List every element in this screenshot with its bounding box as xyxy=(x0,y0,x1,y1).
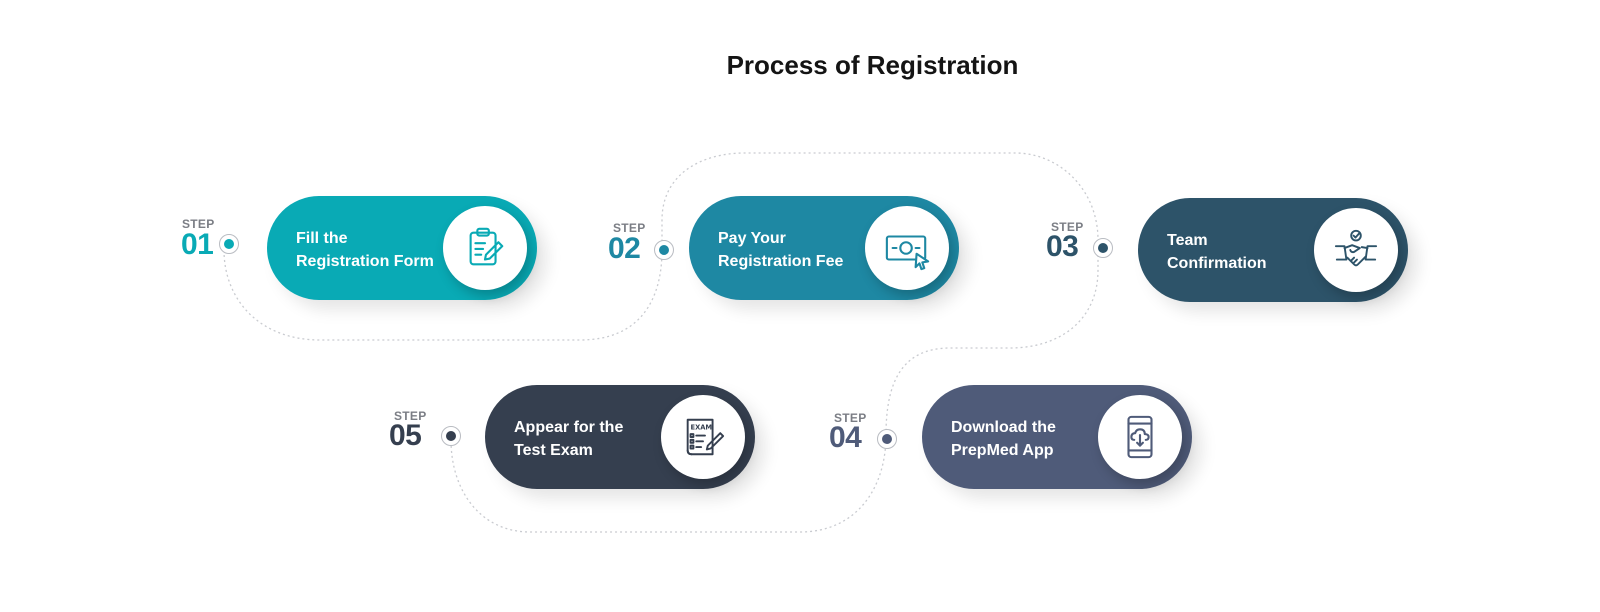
step-03-caption: STEP xyxy=(1051,220,1084,234)
exam-paper-icon: EXAM xyxy=(661,395,745,479)
step-05-card[interactable]: Appear for the Test Exam EXAM xyxy=(485,385,755,489)
step-04-caption: STEP xyxy=(834,411,867,425)
step-02-card[interactable]: Pay Your Registration Fee xyxy=(689,196,959,300)
step-02-label: Pay Your Registration Fee xyxy=(718,230,844,270)
mobile-download-icon xyxy=(1098,395,1182,479)
step-03-number: 03 xyxy=(1046,230,1079,263)
step-03-label: Team Confirmation xyxy=(1167,232,1267,272)
step-01-dot xyxy=(219,234,239,254)
step-04-label: Download the PrepMed App xyxy=(951,419,1056,459)
step-01-card[interactable]: Fill the Registration Form xyxy=(267,196,537,300)
step-05-label: Appear for the Test Exam xyxy=(514,419,624,459)
step-05-dot xyxy=(441,426,461,446)
svg-text:EXAM: EXAM xyxy=(691,423,713,431)
step-04-number: 04 xyxy=(829,421,862,454)
step-01-caption: STEP xyxy=(182,217,215,231)
step-03-dot xyxy=(1093,238,1113,258)
step-02-number: 02 xyxy=(608,232,641,265)
page-title: Process of Registration xyxy=(726,50,1019,80)
step-02-dot xyxy=(654,240,674,260)
handshake-icon xyxy=(1314,208,1398,292)
step-01-label: Fill the Registration Form xyxy=(296,230,434,270)
step-03-card[interactable]: Team Confirmation xyxy=(1138,198,1408,302)
step-04-dot xyxy=(877,429,897,449)
step-04-card[interactable]: Download the PrepMed App xyxy=(922,385,1192,489)
step-02-caption: STEP xyxy=(613,221,646,235)
step-05-number: 05 xyxy=(389,419,422,452)
step-01-number: 01 xyxy=(181,228,214,261)
payment-click-icon xyxy=(865,206,949,290)
step-05-caption: STEP xyxy=(394,409,427,423)
clipboard-edit-icon xyxy=(443,206,527,290)
